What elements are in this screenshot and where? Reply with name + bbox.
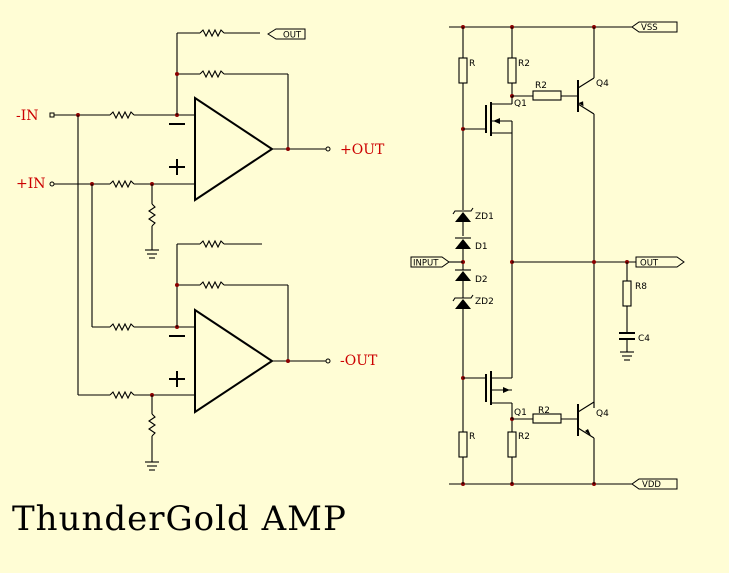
label-c4: C4 [638,334,650,344]
label-r-bottom: R [469,432,475,442]
label-zd1: ZD1 [475,212,494,222]
label-q1-top: Q1 [514,99,527,109]
resistor-r2-bottom [507,431,517,458]
label-d1: D1 [475,242,488,252]
vdd-port-flag [631,478,678,490]
neg-output-label: -OUT [340,353,378,369]
right-circuit: VSS VDD INPUT OUT R R2 R2 Q1 Q4 ZD1 D1 D… [410,21,685,490]
label-r2-base-bottom: R2 [538,406,550,416]
left-circuit: -IN +IN +OUT -OUT OUT [16,28,385,471]
pos-input-terminal [49,181,55,187]
pos-output-terminal [325,146,331,152]
bjt-q4-top [577,27,595,408]
input-port-label: INPUT [413,259,439,269]
mosfet-q1-bottom [463,371,513,419]
resistor-r8 [622,280,632,307]
input-port-flag [410,256,450,268]
vss-port-label: VSS [641,23,658,33]
mosfet-q1-top [463,96,513,378]
label-r2-bottom: R2 [518,432,530,442]
label-q4-top: Q4 [596,79,609,89]
resistor-r-bottom [458,431,468,458]
neg-output-terminal [325,358,331,364]
opamp-top [194,96,274,202]
opamp-bottom [194,308,274,414]
out-port-label-right: OUT [640,259,659,269]
resistor-r-top [458,57,468,84]
label-r2-base-top: R2 [535,81,547,91]
label-q1-bottom: Q1 [514,408,527,418]
out-port-flag-top [267,28,306,40]
neg-input-label: -IN [16,108,39,124]
resistor-r2-top [507,57,517,84]
neg-input-terminal [49,112,55,118]
vss-port-flag [631,21,678,33]
label-q4-bottom: Q4 [596,409,609,419]
out-port-label-top: OUT [283,31,302,41]
vdd-port-label: VDD [642,480,661,490]
label-r8: R8 [635,282,647,292]
out-port-flag-right [635,256,685,268]
diode-d2 [455,271,471,281]
pos-input-label: +IN [16,176,46,192]
pos-output-label: +OUT [340,142,385,158]
label-r-top: R [469,59,475,69]
diode-d1 [455,239,471,249]
bjt-q4-bottom [577,401,595,484]
zener-zd1 [455,212,471,222]
label-d2: D2 [475,275,488,285]
label-r2-top: R2 [518,59,530,69]
label-zd2: ZD2 [475,297,494,307]
zener-zd2 [455,299,471,309]
page-title: ThunderGold AMP [12,499,347,539]
resistor-r2-base-top [532,90,562,101]
